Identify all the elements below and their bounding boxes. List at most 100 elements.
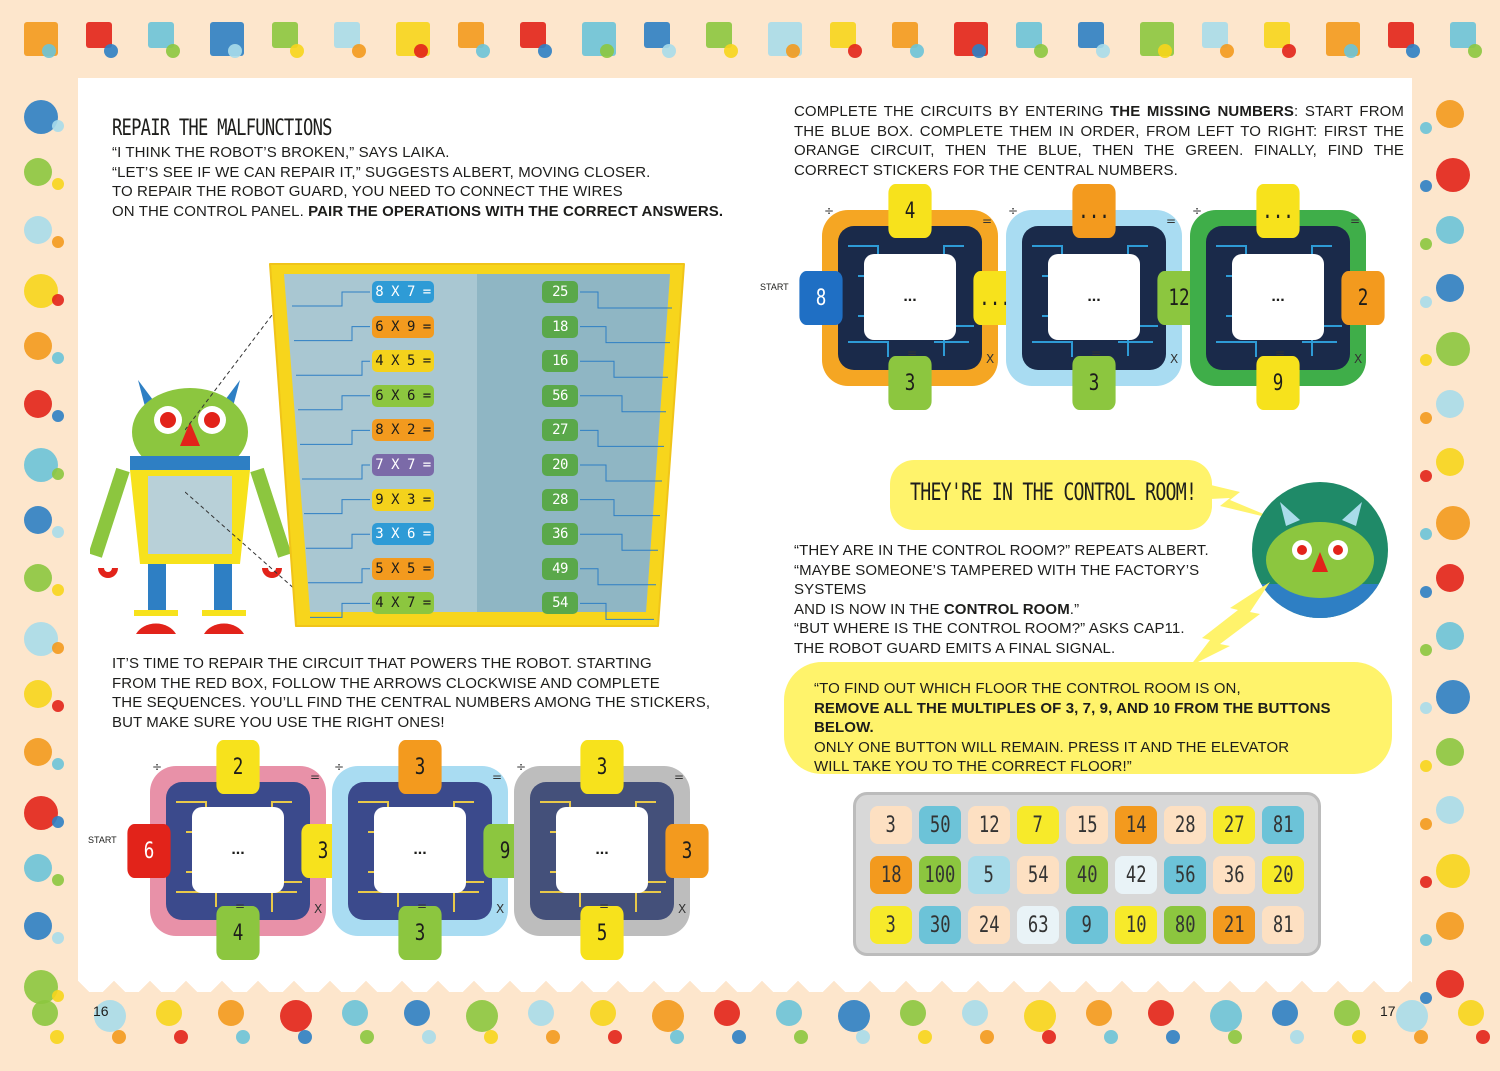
operator-symbol: = (907, 346, 918, 360)
elevator-floor-button[interactable]: 21 (1213, 906, 1255, 944)
control-panel (269, 263, 685, 627)
page-number-right: 17 (1380, 1003, 1396, 1019)
elevator-floor-button[interactable]: 81 (1262, 806, 1304, 844)
border-icon (24, 332, 52, 360)
border-icon (52, 468, 64, 480)
sequence-number-top[interactable]: ... (1072, 184, 1116, 238)
elevator-floor-button[interactable]: 15 (1066, 806, 1108, 844)
answer-chip[interactable]: 56 (542, 384, 578, 407)
answer-chip[interactable]: 36 (542, 523, 578, 546)
answer-chip[interactable]: 28 (542, 488, 578, 511)
elevator-floor-button[interactable]: 30 (919, 906, 961, 944)
sequence-number-bottom: 3 (1072, 356, 1116, 410)
border-icon (794, 1030, 808, 1044)
elevator-floor-button[interactable]: 9 (1066, 906, 1108, 944)
border-icon (1290, 1030, 1304, 1044)
elevator-floor-button[interactable]: 80 (1164, 906, 1206, 944)
elevator-floor-button[interactable]: 28 (1164, 806, 1206, 844)
elevator-floor-button[interactable]: 50 (919, 806, 961, 844)
border-icon (52, 584, 64, 596)
elevator-floor-button[interactable]: 18 (870, 856, 912, 894)
story-bold: CONTROL ROOM (943, 600, 1070, 618)
answer-chip[interactable]: 18 (542, 315, 578, 338)
elevator-floor-button[interactable]: 3 (870, 806, 912, 844)
border-icon (86, 22, 112, 48)
elevator-floor-button[interactable]: 3 (870, 906, 912, 944)
story-text: “THEY ARE IN THE CONTROL ROOM?” REPEATS … (794, 541, 1274, 658)
border-icon (900, 1000, 926, 1026)
elevator-floor-button[interactable]: 7 (1017, 806, 1059, 844)
border-icon (918, 1030, 932, 1044)
answer-chip[interactable]: 20 (542, 454, 578, 476)
border-icon (52, 874, 64, 886)
sequence-number-bottom: 3 (398, 906, 442, 960)
border-icon (1272, 1000, 1298, 1026)
border-icon (1436, 100, 1464, 128)
center-answer-box[interactable]: ... (864, 254, 956, 340)
operation-chip[interactable]: 5 X 5 = (372, 557, 434, 580)
elevator-floor-button[interactable]: 5 (968, 856, 1010, 894)
border-icon (52, 758, 64, 770)
center-answer-box[interactable]: ... (556, 807, 648, 893)
elevator-floor-button[interactable]: 42 (1115, 856, 1157, 894)
operation-chip[interactable]: 8 X 2 = (372, 419, 434, 442)
operator-symbol: ÷ (1192, 204, 1203, 218)
elevator-floor-button[interactable]: 12 (968, 806, 1010, 844)
elevator-floor-button[interactable]: 63 (1017, 906, 1059, 944)
border-icon (32, 1000, 58, 1026)
border-icon (1420, 760, 1432, 772)
border-icon (1450, 22, 1476, 48)
intro-line: ON THE CONTROL PANEL. (112, 202, 309, 220)
operator-symbol: X (314, 902, 323, 916)
operation-chip[interactable]: 8 X 7 = (372, 281, 434, 303)
border-icon (24, 216, 52, 244)
center-answer-box[interactable]: ... (1048, 254, 1140, 340)
operation-chip[interactable]: 4 X 5 = (372, 350, 434, 373)
elevator-floor-button[interactable]: 24 (968, 906, 1010, 944)
border-icon (1420, 470, 1432, 482)
story-line: “THEY ARE IN THE CONTROL ROOM?” REPEATS … (794, 542, 1209, 559)
operation-chip[interactable]: 3 X 6 = (372, 523, 434, 546)
border-icon (52, 352, 64, 364)
zigzag-bottom (78, 976, 1412, 994)
signal-bubble (784, 662, 1392, 774)
border-icon (856, 1030, 870, 1044)
border-icon (520, 22, 546, 48)
border-icon (52, 932, 64, 944)
operation-chip[interactable]: 4 X 7 = (372, 592, 434, 615)
answer-chip[interactable]: 25 (542, 281, 578, 303)
border-icon (1210, 1000, 1242, 1032)
answer-chip[interactable]: 16 (542, 350, 578, 373)
operation-chip[interactable]: 7 X 7 = (372, 454, 434, 476)
elevator-floor-button[interactable]: 54 (1017, 856, 1059, 894)
elevator-floor-button[interactable]: 56 (1164, 856, 1206, 894)
story-line: AND IS NOW IN THE (794, 600, 944, 618)
border-icon (600, 44, 614, 58)
elevator-floor-button[interactable]: 27 (1213, 806, 1255, 844)
border-icon (1264, 22, 1290, 48)
center-answer-box[interactable]: ... (192, 807, 284, 893)
elevator-floor-button[interactable]: 36 (1213, 856, 1255, 894)
border-icon (298, 1030, 312, 1044)
border-icon (1420, 412, 1432, 424)
answer-chip[interactable]: 27 (542, 419, 578, 442)
bubble-lightning-tail (1190, 480, 1278, 520)
center-answer-box[interactable]: ... (1232, 254, 1324, 340)
answer-chip[interactable]: 54 (542, 592, 578, 615)
elevator-floor-button[interactable]: 20 (1262, 856, 1304, 894)
operation-chip[interactable]: 6 X 9 = (372, 315, 434, 338)
operator-symbol: = (599, 899, 610, 913)
elevator-floor-button[interactable]: 81 (1262, 906, 1304, 944)
answer-chip[interactable]: 49 (542, 557, 578, 580)
operation-chip[interactable]: 9 X 3 = (372, 488, 434, 511)
border-icon (24, 390, 52, 418)
signal-bold: REMOVE ALL THE MULTIPLES OF 3, 7, 9, AND… (814, 699, 1331, 737)
operation-chip[interactable]: 6 X 6 = (372, 384, 434, 407)
elevator-floor-button[interactable]: 14 (1115, 806, 1157, 844)
elevator-floor-button[interactable]: 40 (1066, 856, 1108, 894)
elevator-floor-button[interactable]: 100 (919, 856, 961, 894)
sequence-number-top[interactable]: ... (1256, 184, 1300, 238)
elevator-floor-button[interactable]: 10 (1115, 906, 1157, 944)
center-answer-box[interactable]: ... (374, 807, 466, 893)
border-icon (1388, 22, 1414, 48)
